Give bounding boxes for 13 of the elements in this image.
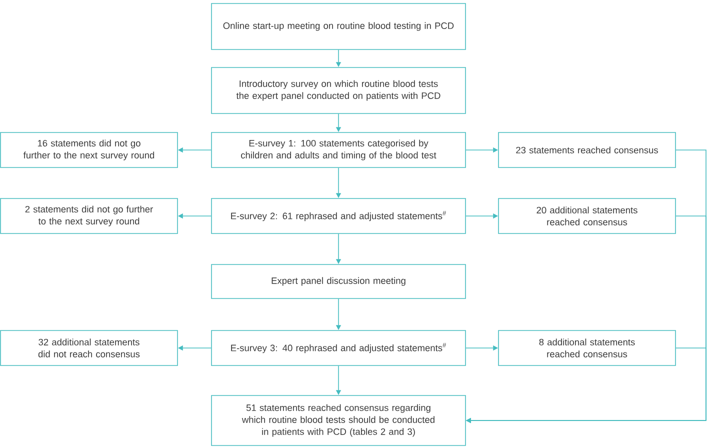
process-box: E-survey 3: 40 rephrased and adjusted statements$^{#}$ (211, 330, 466, 366)
process-box: 16 statements did not go further to the next survey round (0, 132, 178, 168)
process-box: 8 additional statements reached consensus (498, 330, 676, 366)
process-box: E-survey 1: 100 statements categorised by children and adults and timing of the blood test (211, 132, 466, 168)
process-box: 32 additional statements did not reach consensus (0, 330, 178, 366)
process-box: E-survey 2: 61 rephrased and adjusted statements$^{#}$ (211, 198, 466, 234)
process-box: 23 statements reached consensus (498, 132, 676, 168)
process-box: 2 statements did not go further to the next survey round (0, 198, 178, 234)
process-box: Online start-up meeting on routine blood testing in PCD (211, 3, 466, 50)
process-box: Expert panel discussion meeting (211, 264, 466, 299)
process-box: Introductory survey on which routine blood tests the expert panel conducted on patients with PCD (211, 67, 466, 114)
process-box: 20 additional statements reached consensus (498, 198, 676, 234)
process-box: 51 statements reached consensus regarding which routine blood tests should be conducted in patients with PCD (tables 2 and 3) (211, 395, 466, 446)
